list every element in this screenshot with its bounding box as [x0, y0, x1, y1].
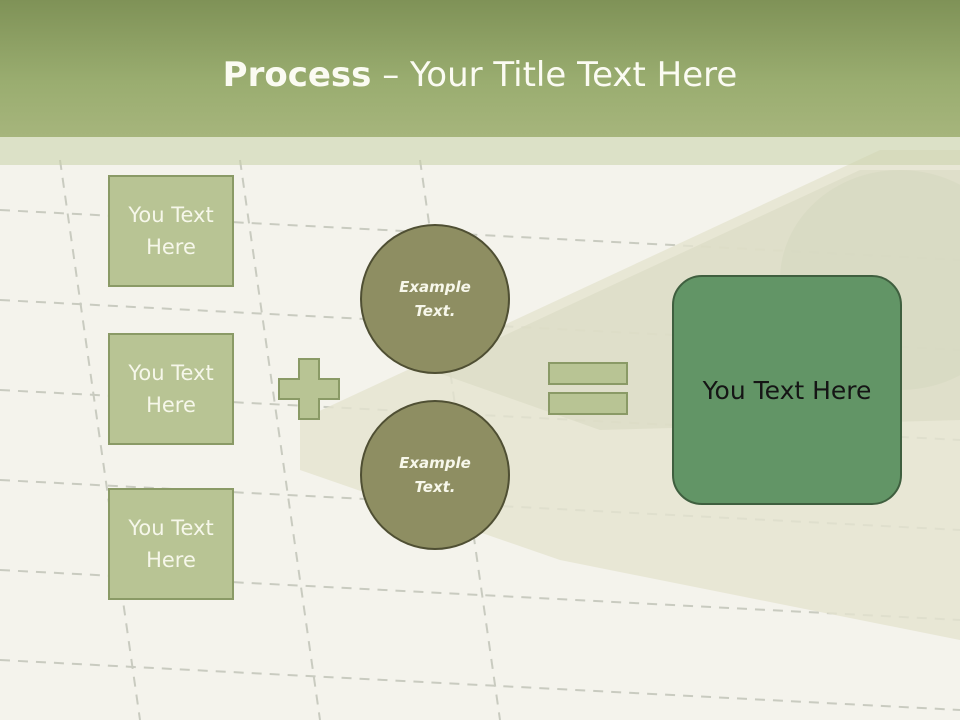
text-box-1[interactable]: You Text Here — [108, 175, 234, 287]
slide-title: Process – Your Title Text Here — [0, 52, 960, 98]
plus-icon — [278, 358, 340, 420]
result-box[interactable]: You Text Here — [672, 275, 902, 505]
text-box-3[interactable]: You Text Here — [108, 488, 234, 600]
equals-icon — [548, 362, 628, 415]
title-band — [0, 137, 960, 165]
title-bar — [0, 0, 960, 137]
title-dash: – — [371, 55, 411, 95]
example-circle-2[interactable]: Example Text. — [360, 400, 510, 550]
title-bold: Process — [222, 55, 372, 95]
example-circle-1[interactable]: Example Text. — [360, 224, 510, 374]
title-rest: Your Title Text Here — [410, 55, 738, 95]
text-box-2[interactable]: You Text Here — [108, 333, 234, 445]
